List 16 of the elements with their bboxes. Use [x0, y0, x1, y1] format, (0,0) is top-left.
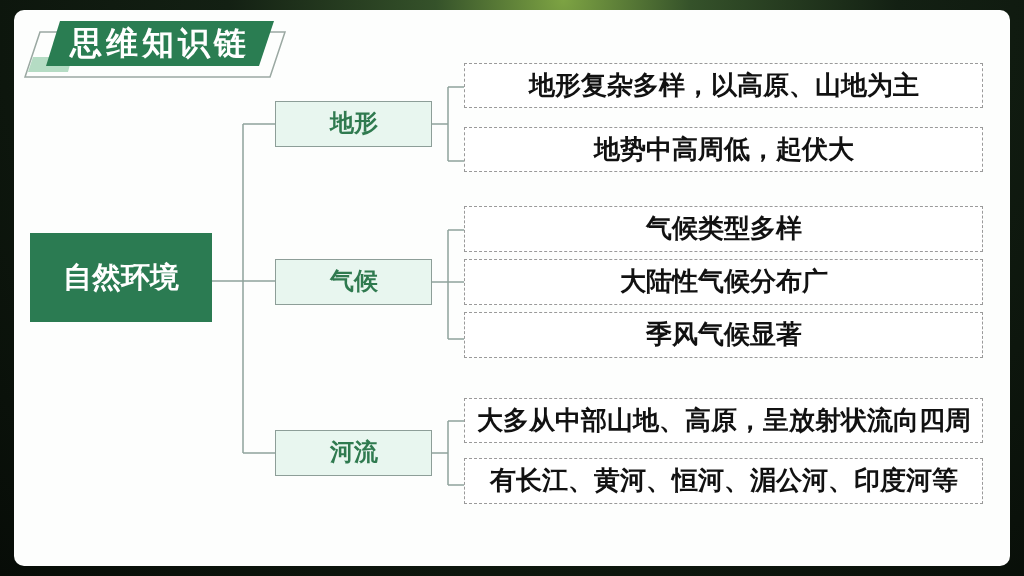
connector-line [431, 229, 465, 340]
root-box: 自然环境 [30, 233, 212, 322]
category-box: 气候 [275, 259, 432, 305]
detail-box: 季风气候显著 [464, 312, 983, 358]
connector-line [431, 86, 465, 162]
connector-line [211, 123, 276, 454]
detail-box: 气候类型多样 [464, 206, 983, 252]
connector-line [431, 420, 465, 486]
category-box: 地形 [275, 101, 432, 147]
detail-box: 有长江、黄河、恒河、湄公河、印度河等 [464, 458, 983, 504]
detail-box: 大陆性气候分布广 [464, 259, 983, 305]
title-banner: 思维知识链 [46, 21, 274, 66]
detail-box: 大多从中部山地、高原，呈放射状流向四周 [464, 398, 983, 443]
detail-box: 地势中高周低，起伏大 [464, 127, 983, 172]
category-box: 河流 [275, 430, 432, 476]
detail-box: 地形复杂多样，以高原、山地为主 [464, 63, 983, 108]
